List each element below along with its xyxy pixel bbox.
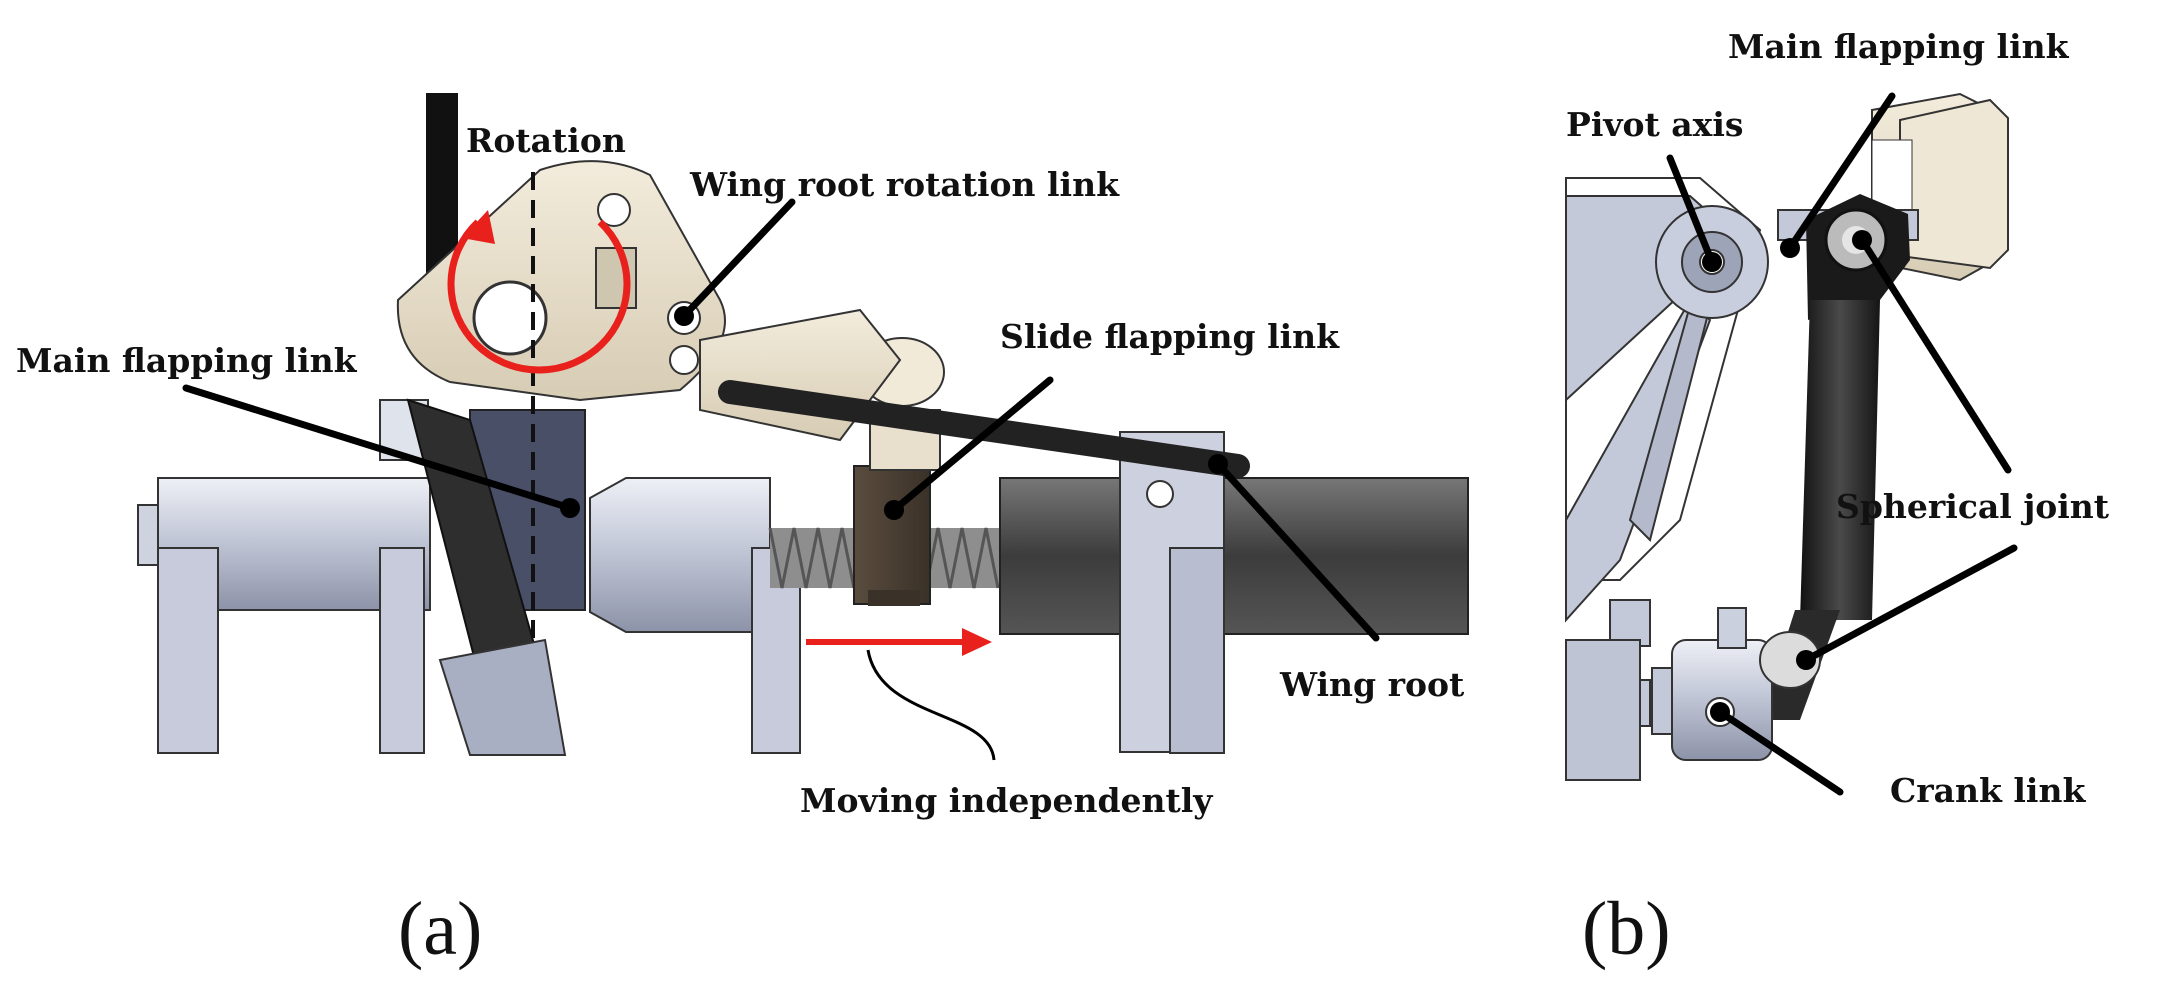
panel-b: Main flapping link Pivot axis Spherical … bbox=[1565, 27, 2110, 971]
label-main-flapping-link-a: Main flapping link bbox=[16, 341, 358, 380]
label-spherical-joint: Spherical joint bbox=[1836, 487, 2110, 526]
panel-a: Rotation Wing root rotation link Main fl… bbox=[16, 93, 1469, 971]
panel-label-b: (b) bbox=[1582, 887, 1671, 971]
moving-leader bbox=[866, 649, 996, 761]
label-slide-flapping-link: Slide flapping link bbox=[1000, 317, 1340, 356]
panel-label-a: (a) bbox=[398, 887, 482, 971]
label-moving-independently: Moving independently bbox=[800, 781, 1213, 820]
label-wing-root-rotation-link: Wing root rotation link bbox=[689, 165, 1120, 204]
wing-root-part bbox=[999, 431, 1469, 754]
label-rotation: Rotation bbox=[466, 121, 626, 160]
label-wing-root: Wing root bbox=[1279, 665, 1465, 704]
leaders-a bbox=[182, 198, 1380, 642]
rotation-arrow bbox=[447, 210, 631, 374]
moving-arrow bbox=[806, 628, 992, 656]
connecting-rod bbox=[718, 380, 1250, 478]
label-pivot-axis: Pivot axis bbox=[1566, 105, 1743, 144]
label-main-flapping-link-b: Main flapping link bbox=[1728, 27, 2070, 66]
leaders-b bbox=[1666, 92, 2018, 796]
base-frame bbox=[137, 477, 801, 754]
label-crank-link: Crank link bbox=[1890, 771, 2086, 810]
pivot-frame bbox=[1565, 177, 1769, 781]
